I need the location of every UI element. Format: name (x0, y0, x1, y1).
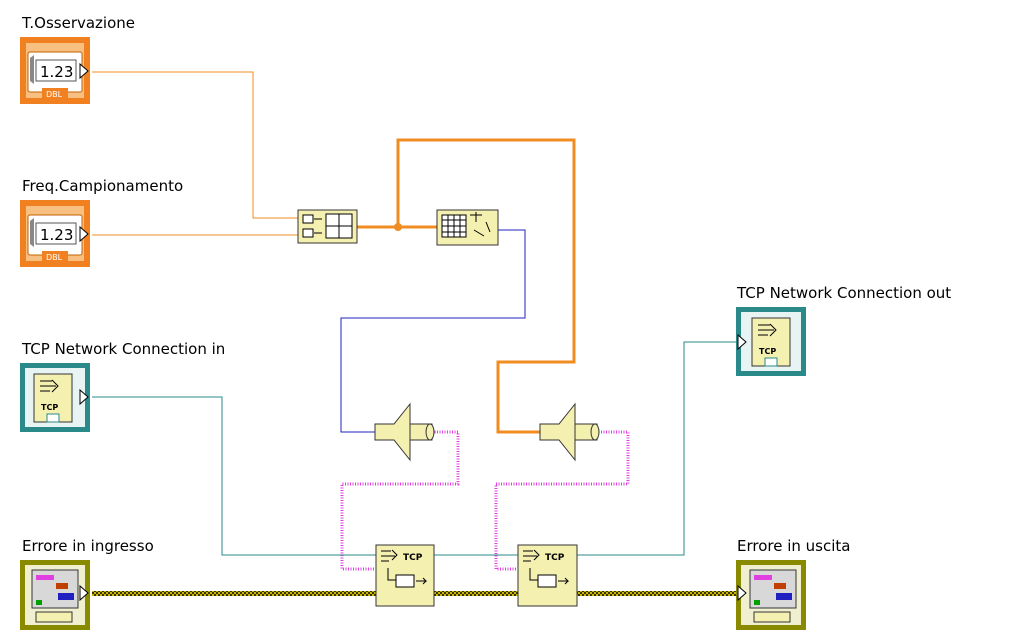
grid-icon (441, 214, 467, 238)
build-array-node[interactable] (297, 209, 358, 244)
wires (92, 71, 738, 596)
tcp-text: TCP (403, 553, 423, 563)
terminal-errore-ingresso[interactable] (20, 560, 90, 630)
output-arrow-icon (79, 388, 89, 406)
wire-error-in[interactable] (92, 591, 376, 596)
tcp-text: TCP (759, 347, 776, 356)
numeric-text: 1.23 (40, 63, 73, 81)
tcp-text: TCP (41, 403, 58, 412)
label-t-osservazione: T.Osservazione (22, 14, 136, 32)
label-tcp-connection-out: TCP Network Connection out (737, 284, 952, 302)
tcp-write-node-1[interactable]: TCP (375, 544, 435, 607)
tcp-text: TCP (545, 553, 565, 563)
wire-array-branch[interactable] (396, 138, 576, 434)
output-arrow-icon (79, 62, 89, 80)
wire-t-osservazione[interactable] (92, 71, 298, 219)
tcp-write-node-2[interactable]: TCP (517, 544, 578, 607)
input-arrow-icon (737, 584, 747, 602)
wire-error-out[interactable] (577, 591, 738, 596)
numeric-text: 1.23 (40, 226, 73, 244)
wire-tcp-in[interactable] (92, 396, 376, 556)
wire-flatten-2[interactable] (494, 430, 630, 571)
wire-tcp-out[interactable] (577, 341, 738, 556)
label-freq-campionamento: Freq.Campionamento (22, 177, 184, 195)
terminal-tcp-connection-out[interactable]: TCP (736, 307, 806, 376)
dbl-type-label: DBL (46, 90, 63, 99)
terminal-errore-uscita[interactable] (736, 560, 806, 630)
label-errore-uscita: Errore in uscita (737, 537, 851, 555)
output-arrow-icon (79, 584, 89, 602)
wire-error-mid[interactable] (434, 591, 518, 596)
wire-array-size[interactable] (340, 229, 526, 433)
flatten-to-string-node-1[interactable] (374, 402, 435, 462)
output-arrow-icon (79, 225, 89, 243)
array-size-node[interactable] (436, 209, 499, 246)
label-tcp-connection-in: TCP Network Connection in (22, 340, 226, 358)
wire-junction-dot (394, 223, 402, 231)
flatten-to-string-node-2[interactable] (539, 402, 600, 462)
terminal-t-osservazione[interactable]: 1.23 DBL (20, 37, 90, 104)
terminal-freq-campionamento[interactable]: 1.23 DBL (20, 200, 90, 267)
wire-flatten-1[interactable] (340, 430, 460, 571)
label-errore-ingresso: Errore in ingresso (22, 537, 154, 555)
input-arrow-icon (737, 333, 747, 351)
terminal-tcp-connection-in[interactable]: TCP (20, 363, 90, 432)
dbl-type-label: DBL (46, 253, 63, 262)
